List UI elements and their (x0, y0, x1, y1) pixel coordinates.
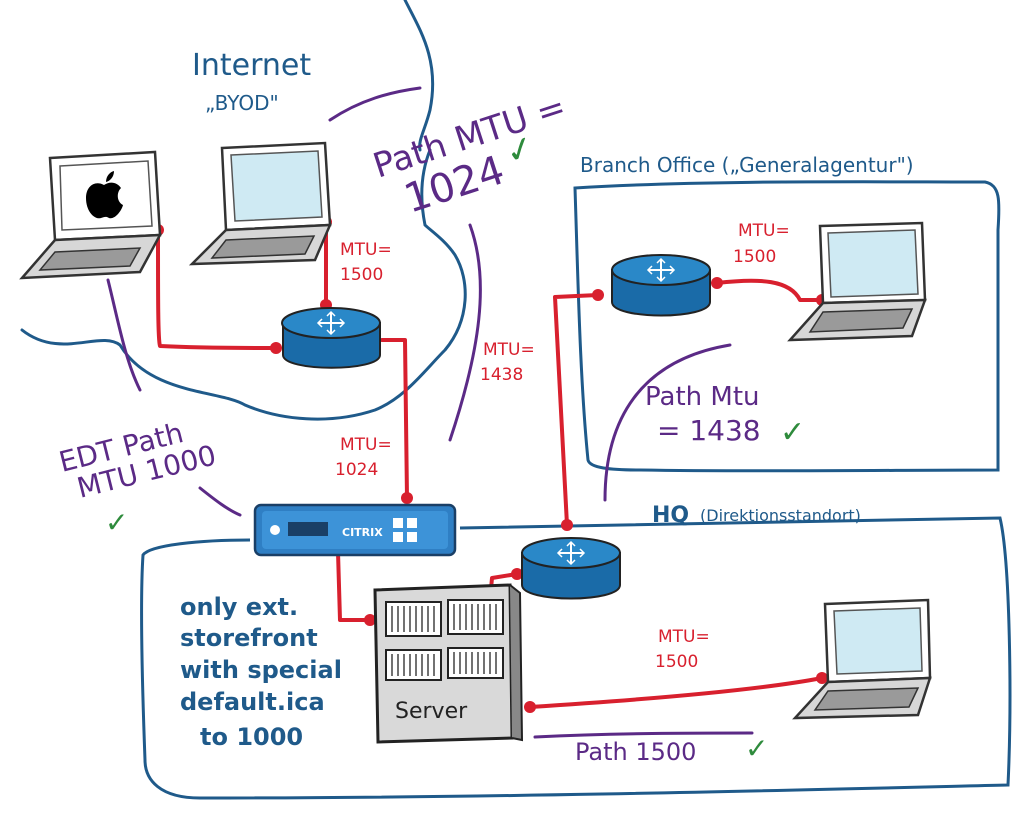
mtu-label: MTU= (483, 340, 535, 360)
internet-cloud (20, 148, 467, 421)
branch-office-box (573, 180, 1001, 473)
branch-office-label: Branch Office („Generalagentur") (580, 153, 914, 177)
note-line2: storefront (180, 624, 318, 652)
laptop-icon (188, 141, 332, 266)
internet-label: Internet (192, 48, 311, 83)
mtu-label: MTU= (340, 435, 392, 455)
internet-cloud-top (403, 0, 435, 152)
link-server-laptop (528, 676, 824, 709)
citrix-adc-icon (253, 503, 457, 557)
link-citrix-server (336, 550, 372, 622)
apple-logo-icon (86, 171, 123, 219)
mtu-value: 1024 (335, 460, 378, 480)
purple-stroke (603, 343, 732, 502)
router-icon (281, 307, 381, 369)
router-icon (521, 537, 621, 600)
mtu-value: 1438 (480, 365, 523, 385)
purple-stroke (328, 86, 422, 122)
link-branch-hq (553, 293, 600, 527)
link-router-citrix (380, 338, 409, 500)
laptop-icon (792, 598, 932, 720)
hq-label: HQ (652, 503, 689, 528)
checkmark-icon: ✓ (105, 506, 128, 539)
mtu-value: 1500 (340, 265, 383, 285)
server-label: Server (395, 699, 468, 724)
byod-label: „BYOD" (205, 91, 279, 115)
citrix-brand: CITRIX (342, 526, 383, 539)
link-branch-laptop (715, 278, 824, 302)
hq-sublabel: (Direktionsstandort) (700, 506, 861, 525)
laptop-icon (787, 221, 927, 342)
note-line4: default.ica (180, 688, 325, 716)
hq-box (140, 516, 1012, 800)
router-icon (611, 254, 711, 317)
note-line3: with special (180, 656, 342, 684)
purple-stroke (106, 278, 142, 392)
purple-stroke (448, 223, 482, 442)
checkmark-icon: ✓ (780, 415, 805, 450)
mtu-value: 1500 (655, 652, 698, 672)
checkmark-icon: ✓ (745, 732, 768, 765)
branch-path-line1: Path Mtu (645, 382, 760, 412)
note-line1: only ext. (180, 593, 298, 621)
server-rack-icon (373, 583, 524, 744)
note-line5: to 1000 (200, 723, 303, 751)
purple-stroke (533, 731, 754, 739)
mtu-label: MTU= (340, 240, 392, 260)
purple-stroke (198, 486, 242, 517)
mtu-label: MTU= (658, 627, 710, 647)
mtu-value: 1500 (733, 247, 776, 267)
hq-path-label: Path 1500 (575, 738, 696, 766)
laptop-icon (19, 150, 163, 280)
link-apple-router (156, 228, 278, 350)
branch-path-line2: = 1438 (657, 414, 761, 447)
mtu-label: MTU= (738, 221, 790, 241)
